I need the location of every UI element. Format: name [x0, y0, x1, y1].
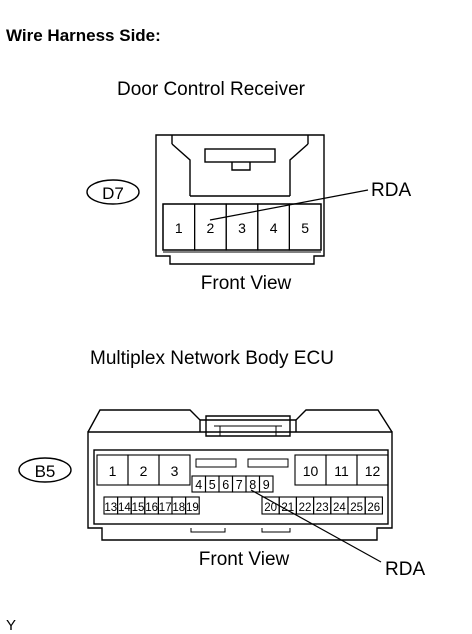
b5-tag-ellipse [18, 457, 72, 483]
b5-pin-label: 5 [209, 478, 216, 492]
b5-wings [87, 409, 393, 433]
footer-mark: Y [6, 617, 16, 634]
b5-pin-label: 18 [172, 502, 185, 514]
b5-pin-label: 3 [171, 463, 179, 479]
b5-key-left [195, 458, 237, 468]
b5-signal-label: RDA [385, 559, 425, 580]
b5-pin-label: 13 [104, 502, 117, 514]
b5-pin-label: 26 [367, 502, 380, 514]
d7-pin-label: 2 [207, 220, 215, 236]
b5-connector-title: Multiplex Network Body ECU [90, 348, 334, 369]
page-title: Wire Harness Side: [6, 26, 161, 45]
b5-pin-label: 20 [264, 502, 277, 514]
b5-pin-label: 21 [281, 502, 294, 514]
b5-pin-label: 1 [109, 463, 117, 479]
b5-latch [205, 415, 291, 437]
b5-pin-label: 6 [222, 478, 229, 492]
d7-pin-label: 3 [238, 220, 246, 236]
b5-pin-label: 23 [316, 502, 329, 514]
b5-pin-12 [356, 454, 389, 486]
b5-pin-label: 7 [236, 478, 243, 492]
d7-pin-label: 1 [175, 220, 183, 236]
d7-latch [204, 148, 276, 163]
b5-pin-label: 22 [299, 502, 312, 514]
b5-view-label: Front View [199, 549, 290, 570]
b5-pin-label: 9 [263, 478, 270, 492]
b5-pin-9 [258, 475, 274, 493]
b5-tag: B5 [35, 462, 56, 481]
d7-housing [155, 134, 325, 265]
b5-key-right [247, 458, 289, 468]
d7-pin-label: 4 [270, 220, 278, 236]
b5-pin-label: 4 [195, 478, 202, 492]
d7-tag: D7 [102, 184, 124, 203]
d7-connector-title: Door Control Receiver [117, 79, 305, 100]
b5-pin-label: 24 [333, 502, 346, 514]
d7-tag-ellipse [86, 179, 140, 205]
b5-housing [87, 431, 393, 541]
b5-pin-label: 17 [159, 502, 172, 514]
b5-connector [87, 409, 393, 541]
d7-connector [155, 134, 325, 265]
b5-pin-label: 16 [145, 502, 158, 514]
b5-pin-3 [158, 454, 191, 486]
b5-signal-leader [250, 489, 382, 563]
d7-view-label: Front View [201, 273, 292, 294]
d7-pin-label: 5 [301, 220, 309, 236]
b5-pin-label: 2 [140, 463, 148, 479]
b5-pin-label: 25 [350, 502, 363, 514]
b5-pin-label: 14 [118, 502, 131, 514]
b5-pin-label: 12 [365, 463, 381, 479]
b5-pin-label: 15 [132, 502, 145, 514]
b5-pin-label: 8 [249, 478, 256, 492]
b5-pin-19 [185, 496, 200, 515]
d7-signal-leader [209, 189, 369, 221]
b5-pin-label: 11 [334, 463, 349, 479]
d7-signal-label: RDA [371, 180, 411, 201]
b5-pin-label: 10 [303, 463, 319, 479]
b5-pin-label: 19 [186, 502, 199, 514]
b5-pin-26 [364, 496, 383, 515]
b5-pin-frame [93, 449, 389, 525]
d7-pin-5 [288, 203, 322, 251]
